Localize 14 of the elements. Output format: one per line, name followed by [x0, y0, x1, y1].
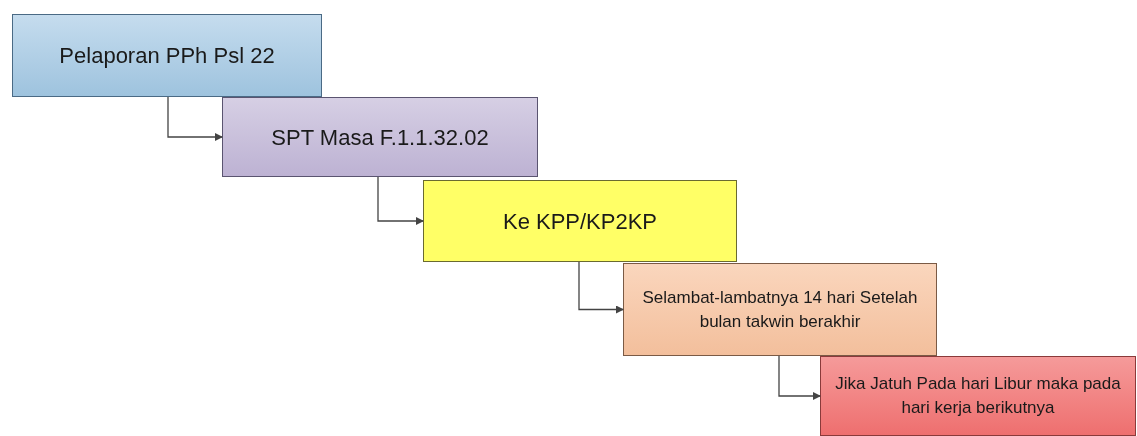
process-box [623, 263, 937, 356]
connector-arrow [167, 96, 223, 141]
connector-arrow [377, 176, 424, 225]
box-label: SPT Masa F.1.1.32.02 [271, 123, 489, 152]
box-label: Jika Jatuh Pada hari Libur maka pada hari kerja berikutnya [834, 373, 1122, 419]
connector-arrow [578, 261, 624, 314]
process-box [12, 14, 322, 97]
box-label: Pelaporan PPh Psl 22 [59, 42, 275, 70]
connector-arrow [778, 355, 821, 400]
process-box [820, 356, 1136, 436]
process-box [423, 180, 737, 262]
box-label: Selambat-lambatnya 14 hari Setelah bulan takwin berakhir [641, 286, 919, 333]
box-label: Ke KPP/KP2KP [502, 207, 658, 236]
process-box [222, 97, 538, 177]
